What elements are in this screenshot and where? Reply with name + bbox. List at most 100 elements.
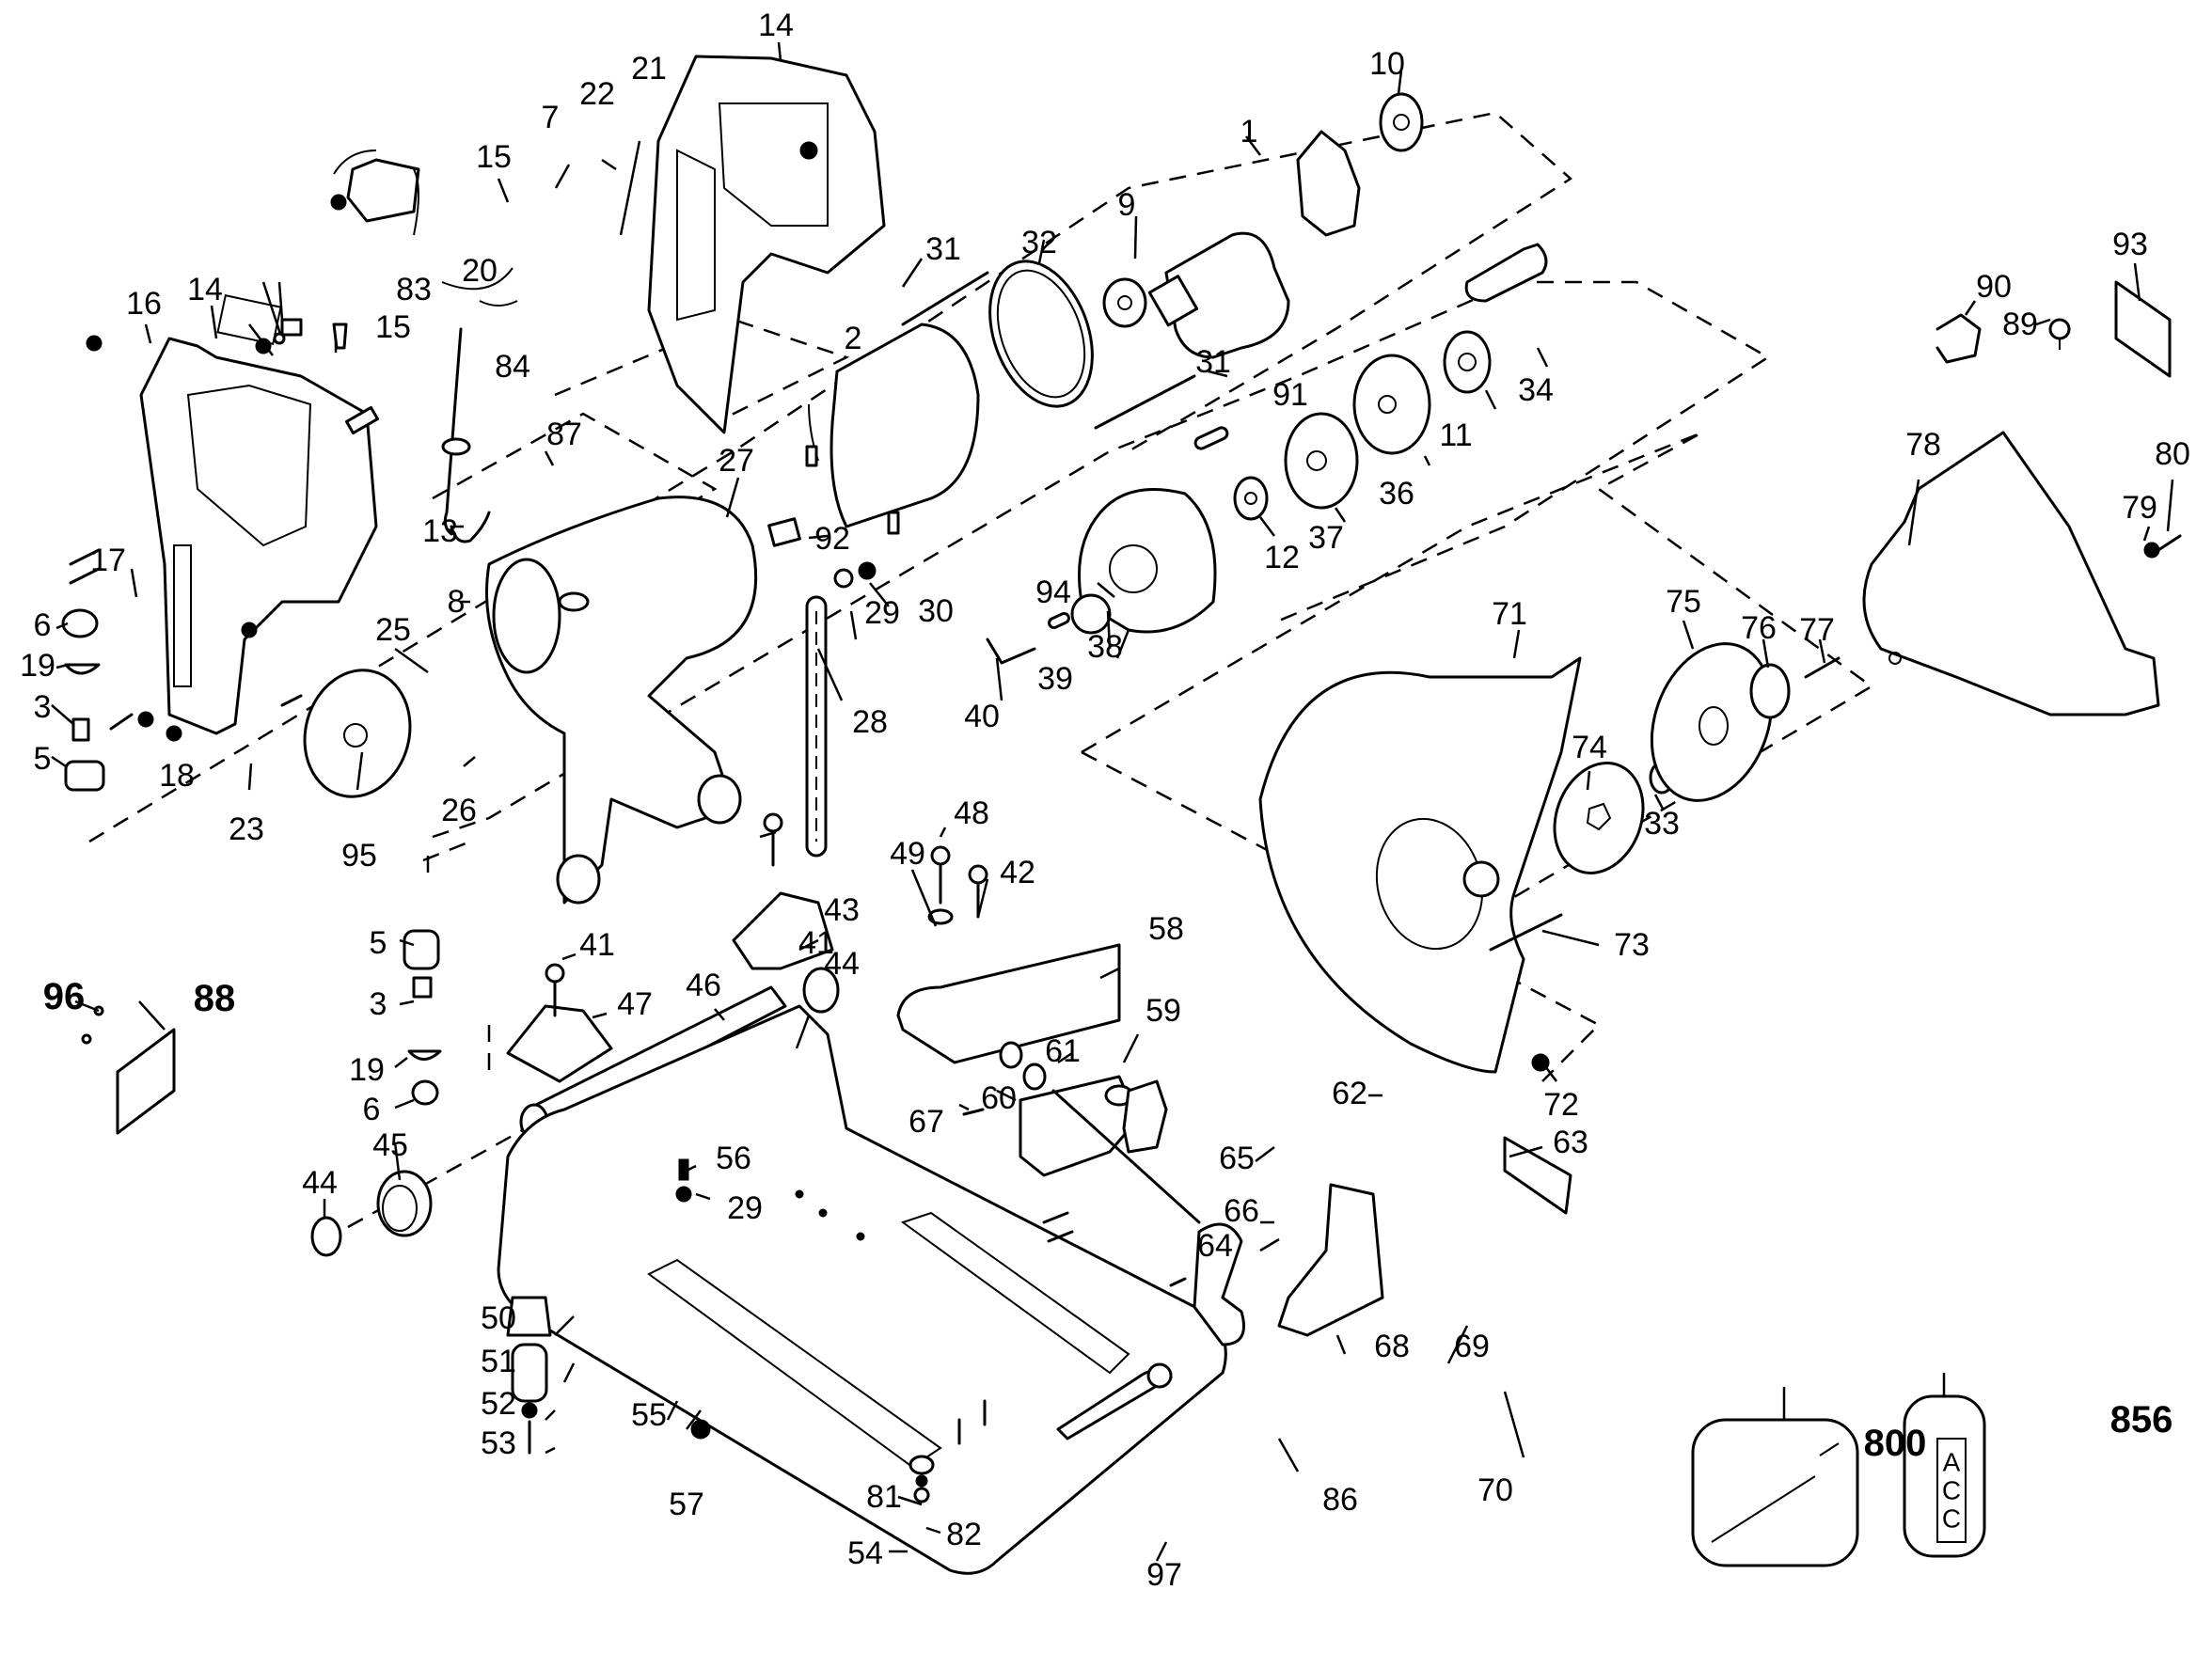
pin-64[interactable] bbox=[1047, 1230, 1074, 1243]
screw-31-lower[interactable] bbox=[1094, 374, 1196, 430]
spring-39[interactable] bbox=[1048, 611, 1070, 630]
spacer-51[interactable] bbox=[511, 1343, 548, 1403]
retaining-ring-44-lower[interactable] bbox=[310, 1216, 342, 1257]
screw-42[interactable] bbox=[968, 864, 988, 919]
lock-washer-82[interactable] bbox=[915, 1474, 928, 1488]
label-6-left: 6 bbox=[34, 607, 52, 643]
screw-16[interactable] bbox=[86, 335, 103, 352]
screw-41-lower[interactable] bbox=[545, 963, 565, 1017]
clip-90[interactable] bbox=[1936, 313, 1982, 364]
washer-52[interactable] bbox=[521, 1402, 538, 1419]
label-7: 7 bbox=[542, 100, 560, 135]
label-60: 60 bbox=[981, 1080, 1017, 1116]
washer-29-top[interactable] bbox=[833, 568, 854, 589]
switch[interactable] bbox=[333, 150, 420, 236]
label-97: 97 bbox=[1146, 1557, 1182, 1593]
fence-clamp[interactable] bbox=[1019, 1075, 1140, 1177]
terminal-87[interactable] bbox=[345, 405, 379, 435]
washer-81[interactable] bbox=[908, 1455, 935, 1475]
label-34: 34 bbox=[1518, 372, 1554, 408]
wrench[interactable] bbox=[1056, 1362, 1173, 1440]
spindle[interactable] bbox=[1464, 243, 1548, 303]
screw-15-left[interactable] bbox=[255, 338, 272, 354]
nameplate-92[interactable] bbox=[767, 517, 801, 547]
handle-half-right[interactable] bbox=[647, 55, 886, 434]
nut-54[interactable] bbox=[913, 1487, 930, 1503]
inner-flange[interactable] bbox=[1540, 750, 1658, 886]
washer-29-lower[interactable] bbox=[675, 1186, 692, 1203]
pivot-bracket-43[interactable] bbox=[732, 891, 834, 970]
armature[interactable] bbox=[1147, 130, 1361, 359]
pin-66[interactable] bbox=[1042, 1211, 1069, 1224]
rivets-96[interactable] bbox=[81, 1005, 104, 1045]
upper-guard[interactable] bbox=[1862, 431, 2160, 716]
bearing-9[interactable] bbox=[1102, 277, 1147, 328]
screw-17[interactable] bbox=[69, 548, 101, 585]
lower-guard[interactable] bbox=[1258, 656, 1582, 1074]
baffle[interactable] bbox=[972, 247, 1112, 421]
nut-85[interactable] bbox=[799, 141, 818, 160]
button-89[interactable] bbox=[2048, 318, 2071, 350]
screw-80[interactable] bbox=[2157, 534, 2182, 552]
label-22: 22 bbox=[579, 76, 615, 112]
pin-69[interactable] bbox=[1169, 1277, 1187, 1287]
label-93[interactable] bbox=[2114, 280, 2172, 378]
vise-screw[interactable] bbox=[1051, 1089, 1201, 1224]
gear-case[interactable] bbox=[1070, 488, 1217, 635]
pin-91[interactable] bbox=[1193, 426, 1229, 450]
label-11: 11 bbox=[1439, 417, 1472, 453]
chain[interactable] bbox=[805, 595, 828, 858]
retaining-ring-44-top[interactable] bbox=[802, 967, 840, 1014]
crank-handle[interactable] bbox=[1193, 1222, 1245, 1346]
clamp-jaw[interactable] bbox=[1122, 1079, 1168, 1154]
foot-50[interactable] bbox=[506, 1296, 552, 1337]
spark-deflector[interactable] bbox=[1503, 1136, 1572, 1215]
bearing-retainer[interactable] bbox=[1352, 354, 1431, 455]
washer-76[interactable] bbox=[1749, 663, 1791, 719]
screw-18[interactable] bbox=[109, 713, 134, 731]
cord-clamp-20[interactable] bbox=[280, 318, 303, 337]
brush-assembly-lower[interactable] bbox=[403, 929, 442, 1106]
screw-26[interactable] bbox=[280, 694, 303, 707]
outer-flange[interactable] bbox=[1631, 627, 1793, 818]
label-73: 73 bbox=[1614, 927, 1650, 963]
screw-15-top[interactable] bbox=[330, 194, 347, 211]
screw-73[interactable] bbox=[1489, 913, 1563, 952]
washers-61[interactable] bbox=[999, 1041, 1047, 1091]
nut-30[interactable] bbox=[858, 561, 877, 580]
bearing-11[interactable] bbox=[1443, 330, 1492, 394]
screw-23[interactable] bbox=[137, 711, 182, 742]
motor-housing[interactable] bbox=[485, 496, 758, 905]
nut-57[interactable] bbox=[690, 1419, 711, 1440]
accessory-800-box[interactable] bbox=[1691, 1387, 1859, 1567]
end-cap[interactable] bbox=[291, 658, 423, 809]
fence[interactable] bbox=[896, 943, 1121, 1064]
bearing-12[interactable] bbox=[1233, 476, 1269, 521]
leader-lines bbox=[51, 41, 2174, 1562]
screw-77[interactable] bbox=[1804, 656, 1841, 679]
torsion-spring[interactable] bbox=[376, 1170, 433, 1237]
bearing-10[interactable] bbox=[1379, 92, 1424, 152]
label-5-left: 5 bbox=[34, 741, 52, 777]
brush-assembly-left[interactable] bbox=[61, 608, 105, 792]
label-32: 32 bbox=[1021, 225, 1057, 260]
screws-97[interactable] bbox=[957, 1399, 987, 1445]
screw-31-top[interactable] bbox=[901, 271, 989, 326]
screw-25[interactable] bbox=[241, 622, 258, 638]
spindle-lock[interactable] bbox=[986, 638, 1036, 665]
accessory-856-box[interactable] bbox=[1903, 1373, 1986, 1558]
label-15-top: 15 bbox=[476, 139, 512, 175]
gear[interactable] bbox=[1284, 412, 1359, 510]
label-3-lower: 3 bbox=[370, 986, 387, 1022]
screw-41-top[interactable] bbox=[763, 812, 783, 867]
washer-49[interactable] bbox=[927, 908, 954, 925]
vise-bracket[interactable] bbox=[1277, 1183, 1384, 1337]
power-cord[interactable] bbox=[441, 267, 518, 543]
label-88[interactable] bbox=[116, 1028, 176, 1135]
pin-67[interactable] bbox=[962, 1108, 985, 1116]
field[interactable] bbox=[805, 323, 980, 535]
screw-48[interactable] bbox=[930, 845, 951, 905]
washer-79[interactable] bbox=[2143, 542, 2160, 559]
pivot-bracket-47[interactable] bbox=[506, 1004, 613, 1083]
handle-half-left[interactable] bbox=[139, 294, 378, 735]
